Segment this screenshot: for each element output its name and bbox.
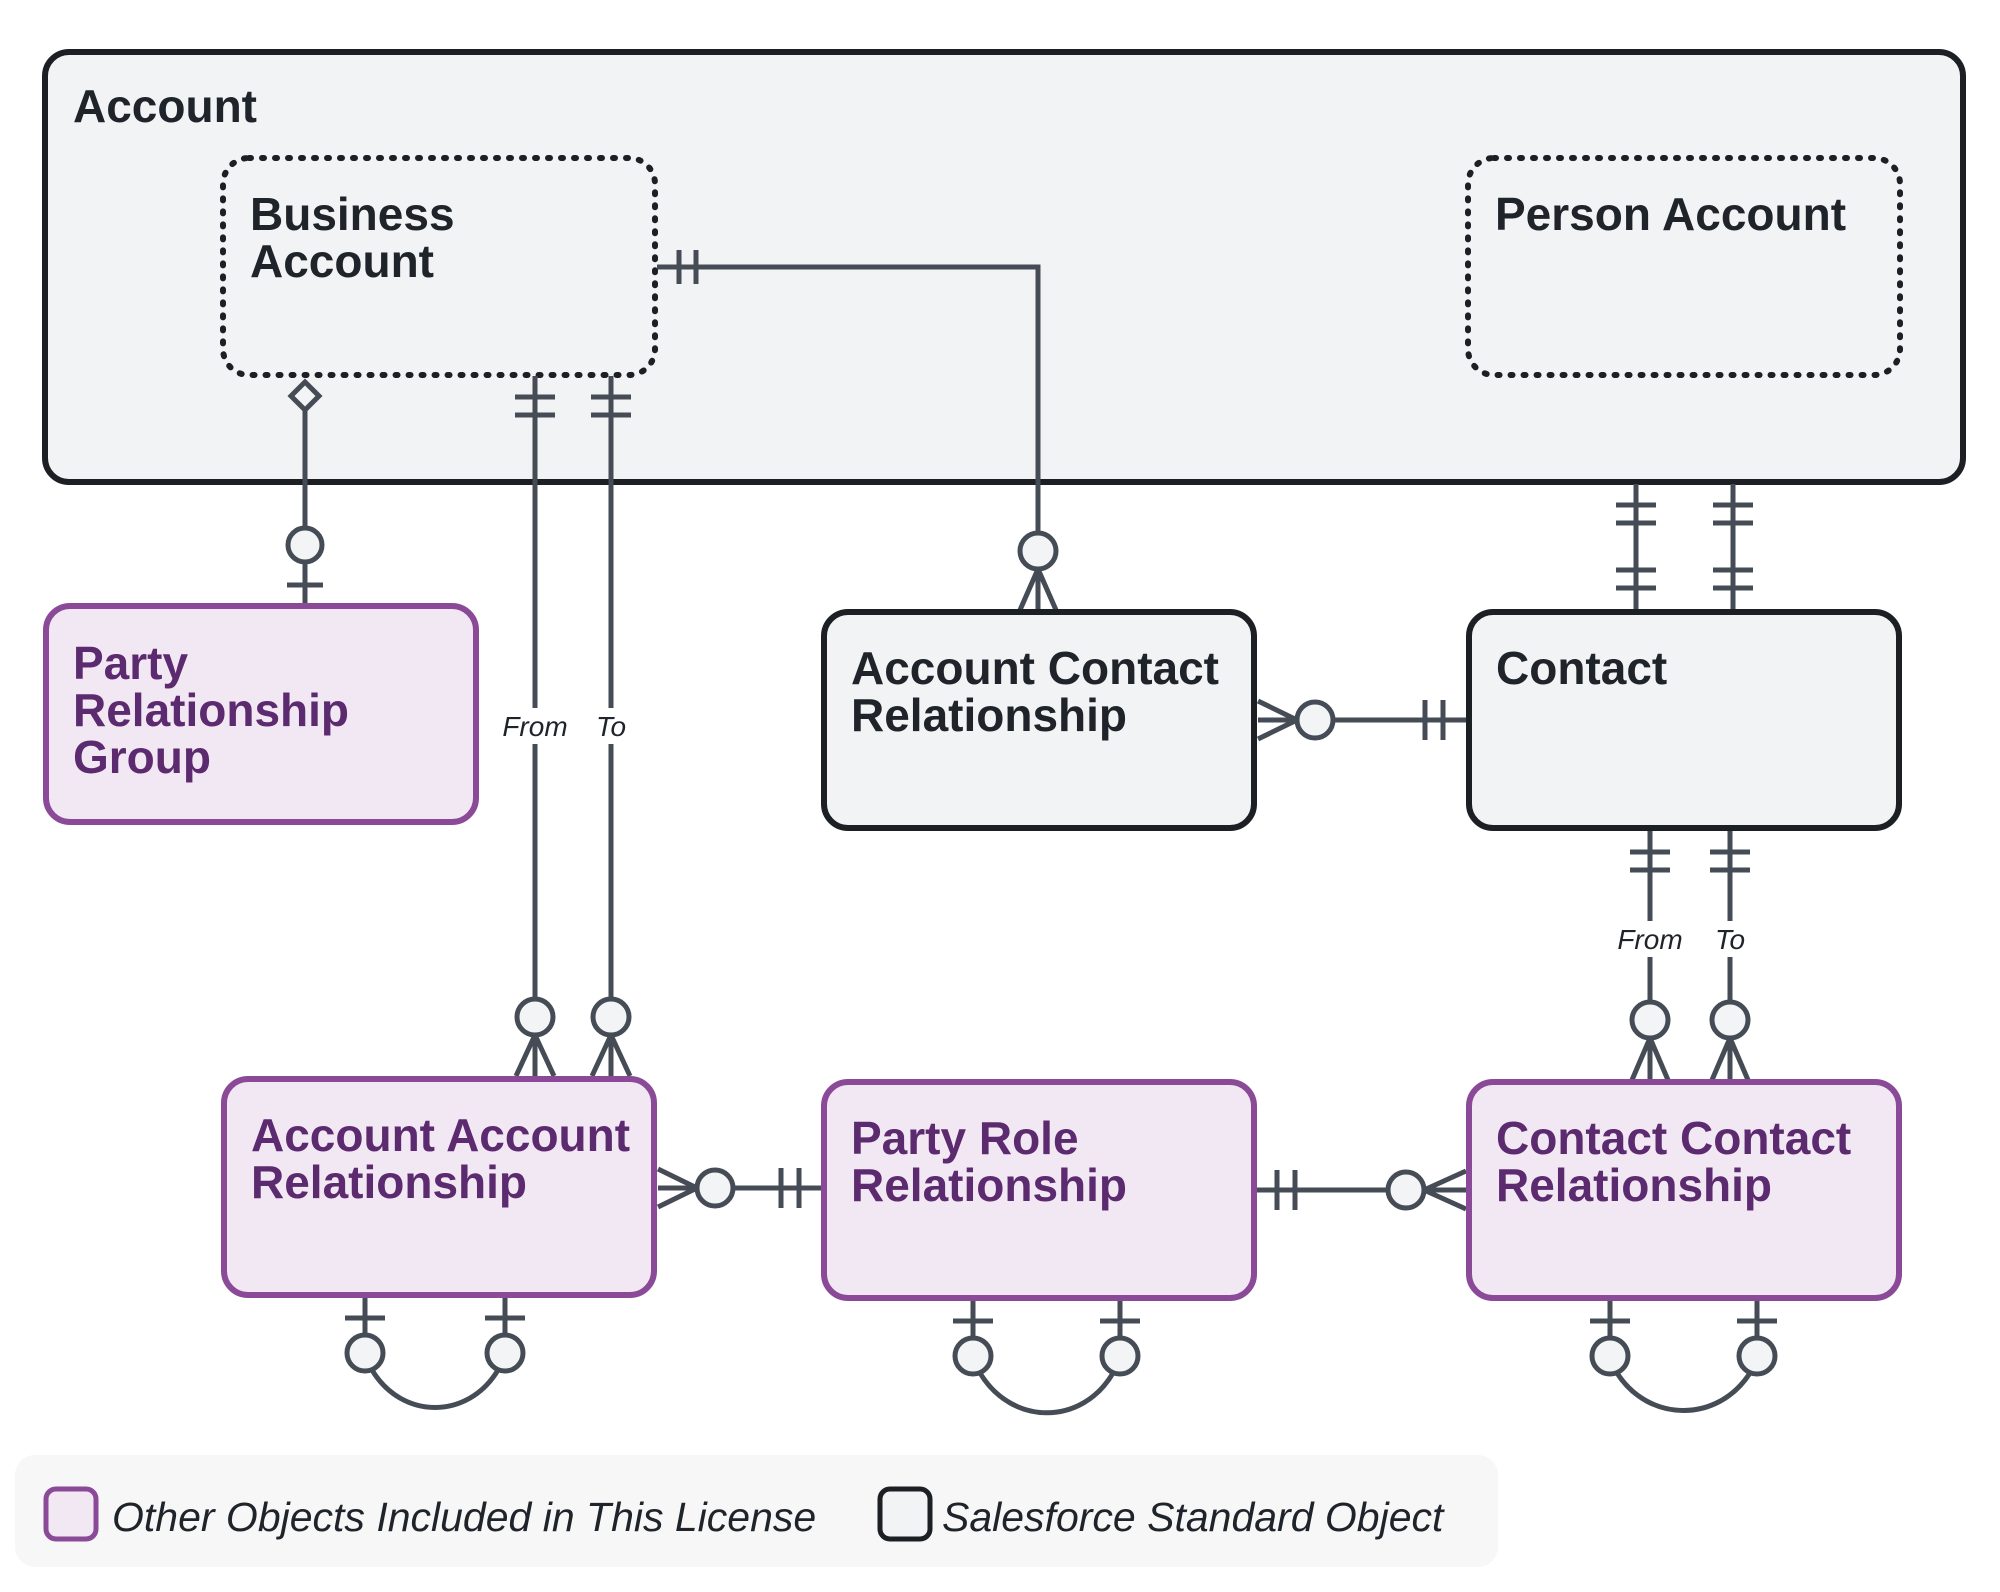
contact-entity	[1466, 609, 1902, 831]
legend-standard-label: Salesforce Standard Object	[942, 1494, 1445, 1540]
legend-license-swatch	[43, 1486, 99, 1542]
self-connector-prr	[952, 1299, 1141, 1416]
person-account-entity	[1465, 155, 1903, 378]
self-connector-aar	[344, 1296, 526, 1410]
connector-business-account-acr	[657, 250, 1059, 612]
connector-aar-from	[513, 376, 557, 1078]
connector-account-contact-2	[1713, 484, 1753, 612]
account-account-relationship-entity	[221, 1076, 657, 1298]
role-label-aar-to: To	[596, 711, 626, 742]
contact-title: Contact	[1496, 642, 1667, 694]
label-bg-aar-from	[496, 708, 574, 744]
self-connector-ccr	[1589, 1299, 1778, 1413]
account-title: Account	[73, 80, 257, 132]
connector-aar-to	[589, 376, 633, 1078]
account-contact-relationship-title: Account Contact Relationship	[851, 642, 1232, 741]
label-bg-ccr-from	[1611, 921, 1689, 957]
legend	[15, 1455, 1498, 1567]
party-relationship-group-entity	[43, 603, 479, 825]
account-account-relationship-title: Account Account Relationship	[251, 1109, 643, 1208]
person-account-title: Person Account	[1495, 188, 1846, 240]
label-bg-ccr-to	[1708, 921, 1752, 957]
party-role-relationship-title: Party Role Relationship	[851, 1112, 1127, 1211]
legend-standard-swatch	[877, 1486, 933, 1542]
party-role-relationship-entity	[821, 1079, 1257, 1301]
contact-contact-relationship-title: Contact Contact Relationship	[1496, 1112, 1864, 1211]
connector-ccr-from	[1629, 831, 1671, 1081]
account-contact-relationship-entity	[821, 609, 1257, 831]
role-label-aar-from: From	[502, 711, 567, 742]
business-account-entity	[220, 155, 658, 378]
legend-license-label: Other Objects Included in This License	[112, 1494, 816, 1540]
connector-account-contact-1	[1616, 484, 1656, 612]
connector-aar-prr	[656, 1166, 821, 1210]
connector-business-account-party-relationship-group	[285, 378, 325, 604]
connector-acr-contact	[1256, 698, 1466, 742]
label-bg-aar-to	[589, 708, 633, 744]
connector-ccr-to	[1709, 831, 1751, 1081]
business-account-title: Business Account	[250, 188, 467, 287]
connector-prr-ccr	[1256, 1168, 1468, 1212]
party-relationship-group-title: Party Relationship Group	[73, 637, 362, 783]
role-label-ccr-from: From	[1617, 924, 1682, 955]
contact-contact-relationship-entity	[1466, 1079, 1902, 1301]
role-label-ccr-to: To	[1715, 924, 1745, 955]
